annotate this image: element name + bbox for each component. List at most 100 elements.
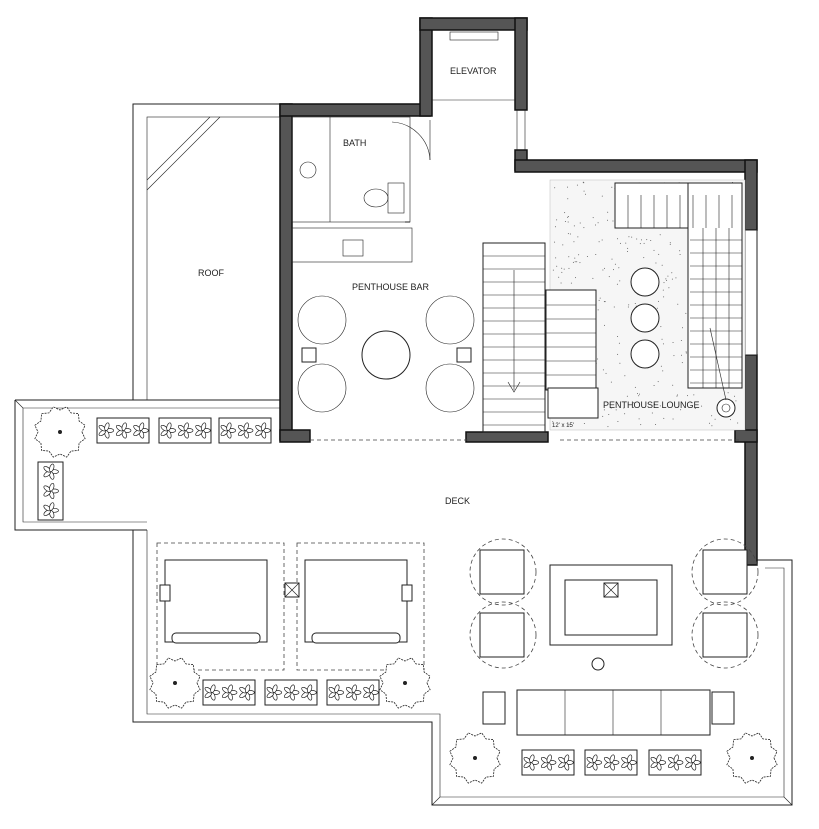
carpet-speckle: [672, 341, 674, 343]
carpet-speckle: [610, 381, 612, 383]
carpet-speckle: [640, 424, 642, 426]
carpet-speckle: [619, 362, 621, 364]
plant-leaf: [200, 422, 207, 431]
plant-leaf: [306, 684, 313, 693]
plant-leaf: [592, 754, 598, 763]
carpet-speckle: [556, 219, 558, 221]
carpet-speckle: [561, 271, 563, 273]
carpet-speckle: [627, 306, 629, 308]
carpet-speckle: [623, 407, 625, 409]
plant-leaf: [368, 684, 375, 693]
label-penthouse-lounge: PENTHOUSE LOUNGE: [603, 400, 700, 410]
carpet-speckle: [687, 395, 689, 397]
carpet-speckle: [568, 267, 570, 269]
carpet-speckle: [657, 381, 659, 383]
carpet-speckle: [552, 421, 554, 423]
plant-leaf: [260, 422, 267, 431]
carpet-speckle: [619, 280, 621, 282]
carpet-speckle: [679, 250, 681, 252]
carpet-speckle: [552, 269, 554, 271]
carpet-speckle: [567, 221, 569, 223]
carpet-speckle: [708, 422, 710, 424]
plant-leaf: [138, 422, 145, 431]
carpet-speckle: [597, 309, 599, 311]
carpet-speckle: [613, 306, 615, 308]
carpet-speckle: [628, 236, 630, 238]
carpet-speckle: [618, 342, 620, 344]
carpet-speckle: [592, 277, 594, 279]
carpet-speckle: [662, 370, 664, 372]
carpet-speckle: [601, 195, 603, 197]
carpet-speckle: [701, 405, 703, 407]
carpet-speckle: [656, 307, 658, 309]
plant-leaf: [563, 754, 570, 763]
carpet-speckle: [595, 224, 597, 226]
carpet-speckle: [554, 187, 556, 189]
carpet-speckle: [595, 254, 597, 256]
carpet-speckle: [583, 182, 585, 184]
carpet-speckle: [586, 255, 588, 257]
carpet-speckle: [693, 394, 695, 396]
carpet-speckle: [617, 353, 619, 355]
carpet-speckle: [576, 184, 578, 186]
carpet-speckle: [711, 415, 713, 417]
carpet-speckle: [626, 395, 628, 397]
carpet-speckle: [554, 226, 556, 228]
plant-leaf: [626, 754, 633, 763]
carpet-speckle: [610, 407, 612, 409]
carpet-speckle: [601, 239, 603, 241]
carpet-speckle: [671, 272, 673, 274]
carpet-speckle: [628, 304, 630, 306]
carpet-speckle: [680, 409, 682, 411]
carpet-speckle: [735, 400, 737, 402]
carpet-speckle: [602, 369, 604, 371]
carpet-speckle: [579, 262, 581, 264]
carpet-speckle: [603, 301, 605, 303]
tree-trunk: [173, 681, 177, 685]
plant-leaf: [272, 684, 278, 693]
carpet-speckle: [636, 393, 638, 395]
carpet-speckle: [560, 282, 562, 284]
carpet-speckle: [685, 352, 687, 354]
carpet-speckle: [617, 238, 619, 240]
carpet-speckle: [659, 234, 661, 236]
carpet-speckle: [614, 263, 616, 265]
carpet-speckle: [583, 422, 585, 424]
carpet-speckle: [568, 216, 570, 218]
carpet-speckle: [611, 258, 613, 260]
carpet-speckle: [574, 257, 576, 259]
carpet-speckle: [631, 236, 633, 238]
carpet-speckle: [604, 324, 606, 326]
carpet-speckle: [680, 339, 682, 341]
carpet-speckle: [603, 267, 605, 269]
carpet-speckle: [567, 233, 569, 235]
carpet-speckle: [615, 409, 617, 411]
carpet-speckle: [662, 289, 664, 291]
label-lounge-dimensions: 12' x 15': [552, 423, 574, 429]
plant-leaf: [49, 463, 55, 473]
carpet-speckle: [619, 242, 621, 244]
carpet-speckle: [681, 362, 683, 364]
carpet-speckle: [598, 241, 600, 243]
carpet-speckle: [694, 408, 696, 410]
plant-leaf: [210, 684, 216, 693]
carpet-speckle: [584, 193, 586, 195]
plant-leaf: [690, 754, 697, 763]
plant-leaf: [289, 684, 295, 693]
carpet-speckle: [574, 261, 576, 263]
carpet-speckle: [681, 327, 683, 329]
plant-leaf: [609, 754, 615, 763]
carpet-speckle: [607, 426, 609, 428]
plant-leaf: [226, 422, 232, 431]
carpet-speckle: [663, 417, 665, 419]
carpet-speckle: [598, 299, 600, 301]
carpet-speckle: [558, 276, 560, 278]
bar-furniture: [297, 295, 475, 441]
label-deck: DECK: [445, 496, 470, 506]
carpet-speckle: [643, 257, 645, 259]
cabanas: [156, 542, 425, 671]
carpet-speckle: [579, 222, 581, 224]
carpet-speckle: [573, 225, 575, 227]
carpet-speckle: [563, 268, 565, 270]
